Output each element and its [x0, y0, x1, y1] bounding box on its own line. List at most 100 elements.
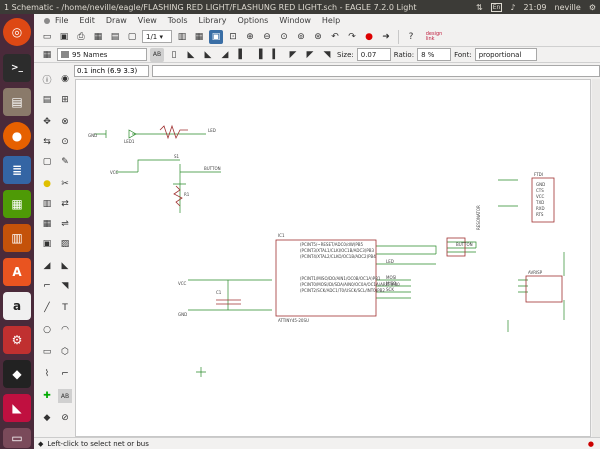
align-cl-icon[interactable]: ▌	[238, 49, 246, 60]
align-tr-icon[interactable]: ◥	[323, 49, 331, 60]
wire-icon[interactable]: ╱	[44, 303, 50, 313]
menu-library[interactable]: Library	[198, 16, 227, 25]
paste-icon[interactable]: ●	[43, 179, 51, 189]
erc-icon[interactable]: ◆	[43, 413, 51, 423]
ratio-select[interactable]: 8 %	[417, 48, 452, 61]
copy-icon[interactable]: ⊗	[61, 117, 69, 127]
layer-display-icon[interactable]: ▣	[209, 29, 223, 44]
arc-icon[interactable]: ◠	[61, 325, 69, 335]
align-tl-icon[interactable]: ◤	[289, 49, 297, 60]
split-icon[interactable]: ⌐	[43, 281, 51, 291]
network-icon[interactable]: ⇅	[476, 2, 483, 12]
ubuntu-dash-icon[interactable]: ◎	[3, 18, 31, 46]
display-icon[interactable]: ▤	[42, 95, 52, 105]
terminal-icon[interactable]: >_	[3, 54, 31, 82]
label-icon[interactable]: AB	[58, 389, 72, 403]
rect-icon[interactable]: ▭	[42, 347, 52, 357]
undo-icon[interactable]: ↶	[331, 31, 339, 42]
software-center-icon[interactable]: A	[3, 258, 31, 286]
schematic-canvas[interactable]: GND LED LED1 VCC BUTTON S1 R1 C1 IC1 ATT…	[75, 79, 591, 437]
change-icon[interactable]: ✎	[61, 157, 69, 167]
cam-icon[interactable]: ▦	[93, 31, 103, 42]
redo-icon[interactable]: ↷	[348, 31, 356, 42]
stop-icon[interactable]: ●	[365, 31, 373, 42]
pinswap-icon[interactable]: ⇄	[61, 199, 69, 209]
align-br-icon[interactable]: ◢	[221, 49, 229, 60]
ulp-icon[interactable]: ▦	[194, 31, 204, 42]
menu-help[interactable]: Help	[321, 16, 341, 25]
stop-status-icon[interactable]: ●	[587, 439, 594, 448]
polygon-icon[interactable]: ⬡	[61, 347, 69, 357]
amazon-icon[interactable]: a	[3, 292, 31, 320]
ab-icon[interactable]: AB	[150, 47, 164, 62]
delete-icon[interactable]: ✂	[61, 179, 69, 189]
menu-view[interactable]: View	[137, 16, 157, 25]
impress-icon[interactable]: ▥	[3, 224, 31, 252]
go-icon[interactable]: ➜	[382, 31, 390, 42]
menu-tools[interactable]: Tools	[167, 16, 188, 25]
trash-icon[interactable]: ▭	[3, 428, 31, 448]
bus-icon[interactable]: ⌇	[44, 369, 50, 379]
grid-icon[interactable]: ▦	[42, 49, 52, 60]
zoom-fit-icon[interactable]: ⊡	[229, 31, 237, 42]
rotate-icon[interactable]: ⊙	[61, 137, 69, 147]
add-icon[interactable]: ▥	[42, 199, 52, 209]
eagle-icon[interactable]: ◆	[3, 360, 31, 388]
zoom-in-icon[interactable]: ⊕	[246, 31, 254, 42]
size-select[interactable]: 0.07	[356, 48, 391, 61]
group-icon[interactable]: ▢	[42, 157, 52, 167]
invoke-icon[interactable]: ◥	[61, 281, 69, 291]
files-icon[interactable]: ▤	[3, 88, 31, 116]
gateswap-icon[interactable]: ⇌	[61, 219, 69, 229]
calc-icon[interactable]: ▦	[3, 190, 31, 218]
menu-file[interactable]: File	[55, 16, 69, 25]
circle-icon[interactable]: ○	[43, 325, 51, 335]
close-window-icon[interactable]	[44, 17, 50, 24]
miter-icon[interactable]: ◣	[61, 261, 69, 271]
save-icon[interactable]: ▣	[59, 31, 69, 42]
help-icon[interactable]: ?	[408, 31, 414, 42]
show-icon[interactable]: ◉	[61, 74, 69, 84]
info-icon[interactable]: ⓘ	[42, 75, 52, 86]
mark-icon[interactable]: ⊞	[61, 95, 69, 105]
text-icon[interactable]: T	[62, 303, 68, 313]
board-icon[interactable]: ▤	[110, 31, 120, 42]
mirror-icon[interactable]: ▯	[171, 49, 177, 60]
font-select[interactable]: proportional	[474, 48, 537, 61]
align-bc-icon[interactable]: ◣	[204, 49, 212, 60]
move-icon[interactable]: ✥	[43, 117, 51, 127]
layer-select[interactable]: 95 Names	[57, 48, 147, 61]
keyboard-indicator[interactable]: En	[490, 2, 503, 12]
print-icon[interactable]: ⎙	[77, 31, 85, 42]
settings-icon[interactable]: ⚙	[588, 2, 596, 12]
sheet-select[interactable]: 1/1 ▾	[142, 30, 172, 43]
align-bl-icon[interactable]: ◣	[187, 49, 195, 60]
menu-options[interactable]: Options	[237, 16, 269, 25]
design-link-logo[interactable]: design link	[425, 30, 443, 42]
vertical-scrollbar[interactable]	[592, 79, 600, 437]
zoom-out-icon[interactable]: ⊖	[263, 31, 271, 42]
menu-edit[interactable]: Edit	[79, 16, 95, 25]
open-icon[interactable]: ▭	[42, 31, 52, 42]
menu-draw[interactable]: Draw	[105, 16, 127, 25]
zoom-redraw-icon[interactable]: ⊙	[280, 31, 288, 42]
zoom-select-icon[interactable]: ⊚	[297, 31, 305, 42]
script-icon[interactable]: ▥	[177, 31, 187, 42]
net-icon[interactable]: ⌐	[61, 369, 69, 379]
zoom-area-icon[interactable]: ⊛	[314, 31, 322, 42]
junction-icon[interactable]: ✚	[43, 391, 51, 401]
value-icon[interactable]: ▨	[60, 239, 70, 249]
replace-icon[interactable]: ▦	[42, 219, 52, 229]
align-tc-icon[interactable]: ◤	[306, 49, 314, 60]
command-input[interactable]	[152, 65, 600, 77]
menu-window[interactable]: Window	[279, 16, 311, 25]
mirror-tool-icon[interactable]: ⇆	[43, 137, 51, 147]
volume-icon[interactable]: ♪	[510, 2, 516, 12]
writer-icon[interactable]: ≣	[3, 156, 31, 184]
align-cr-icon[interactable]: ▍	[272, 49, 280, 60]
system-settings-icon[interactable]: ⚙	[3, 326, 31, 354]
name-icon[interactable]: ▣	[42, 239, 52, 249]
errors-icon[interactable]: ⊘	[61, 413, 69, 423]
firefox-icon[interactable]: ●	[3, 122, 31, 150]
align-cc-icon[interactable]: ▐	[255, 49, 263, 60]
